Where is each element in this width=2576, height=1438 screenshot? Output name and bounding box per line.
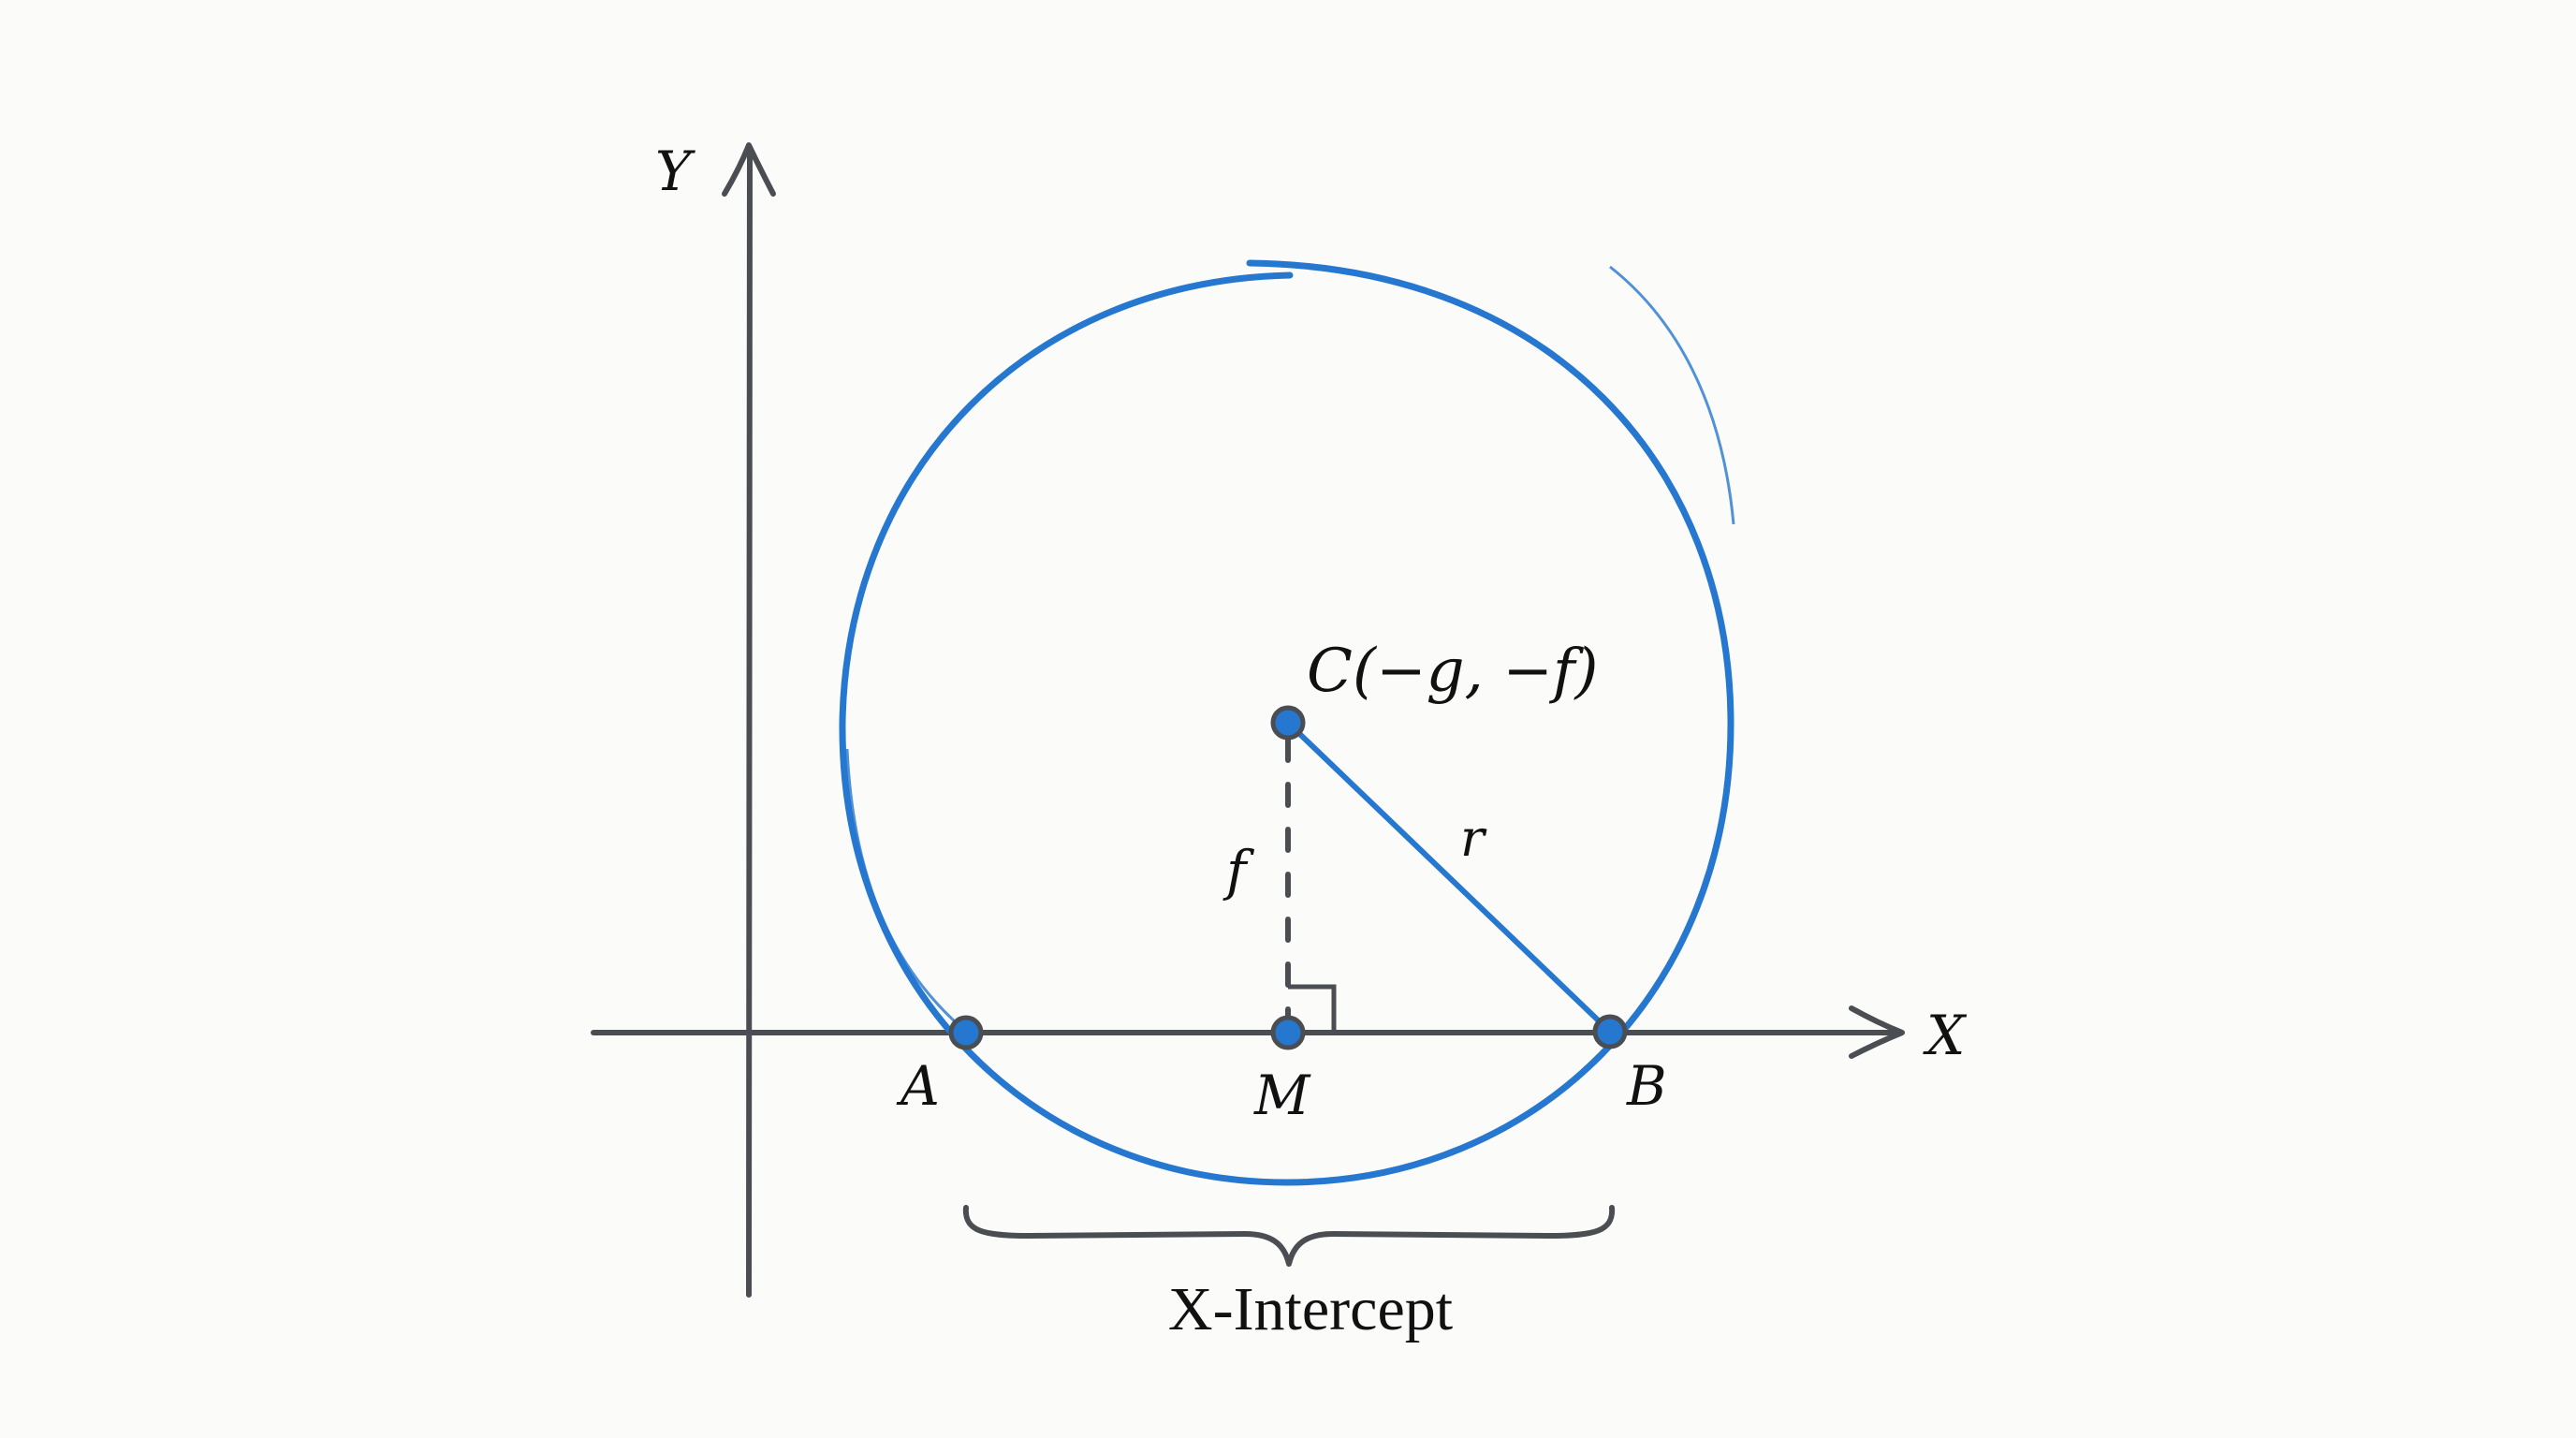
point-m-label: M [1253, 1064, 1311, 1127]
point-m [1270, 1015, 1306, 1050]
x-axis-arrowhead-icon [1849, 1005, 1905, 1059]
x-axis [591, 1005, 1905, 1059]
x-axis-label: X [1923, 1004, 1968, 1067]
radius-cb [1285, 720, 1613, 1034]
y-axis-label: Y [655, 139, 695, 203]
center-label: C(−g, −f) [1307, 637, 1599, 706]
x-intercept-brace-icon [962, 1205, 1616, 1267]
point-a [948, 1015, 984, 1050]
y-axis [722, 142, 776, 1298]
radius-label: r [1460, 809, 1487, 868]
point-a-label: A [896, 1054, 940, 1118]
y-axis-arrowhead-icon [722, 142, 776, 197]
right-angle-marker-icon [1288, 984, 1337, 1033]
perpendicular-label: f [1222, 839, 1255, 902]
x-intercept-label: X-Intercept [1168, 1275, 1453, 1343]
point-b [1592, 1014, 1628, 1049]
point-b-label: B [1626, 1054, 1667, 1118]
circle [839, 259, 1735, 1186]
point-c [1270, 705, 1306, 741]
